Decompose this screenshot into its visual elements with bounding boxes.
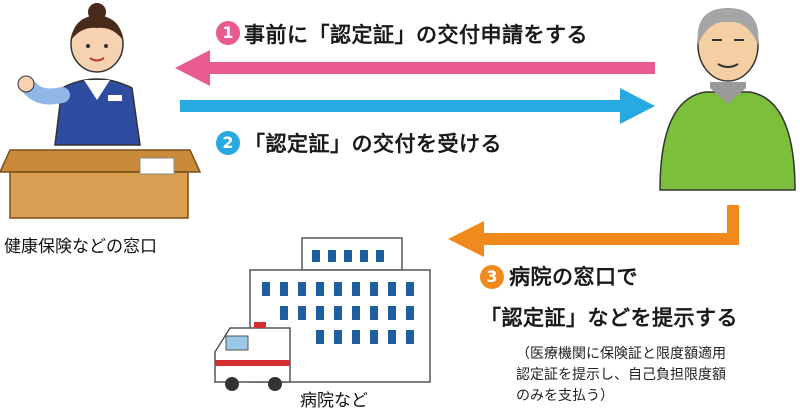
step-3-note-line-1: （医療機関に保険証と限度額適用: [516, 346, 726, 362]
step-2-text: 「認定証」の交付を受ける: [244, 132, 502, 156]
office-label: 健康保険などの窓口: [4, 237, 157, 257]
clerk-at-counter-illustration: [0, 3, 202, 219]
elderly-man-illustration: [659, 8, 796, 191]
step-3-note-line-3: のみを支払う）: [516, 388, 614, 404]
step-3-title-line-1: 病院の窓口で: [509, 265, 638, 289]
step-3-note: （医療機関に保険証と限度額適用 認定証を提示し、自己負担限度額 のみを支払う）: [516, 344, 796, 407]
hospital-label: 病院など: [300, 391, 368, 411]
step-3-number-badge: 3: [480, 265, 504, 289]
arrow-step-3: [448, 205, 739, 257]
step-1-number-badge: 1: [216, 21, 240, 45]
arrow-step-1: [175, 50, 655, 86]
step-3-note-line-2: 認定証を提示し、自己負担限度額: [516, 367, 726, 383]
step-3-title-line-2: 「認定証」などを提示する: [480, 306, 738, 330]
hospital-with-ambulance-illustration: [214, 237, 431, 391]
step-1-text: 事前に「認定証」の交付申請をする: [244, 23, 588, 47]
step-2-number-badge: 2: [216, 131, 240, 155]
arrow-step-2: [180, 88, 655, 124]
